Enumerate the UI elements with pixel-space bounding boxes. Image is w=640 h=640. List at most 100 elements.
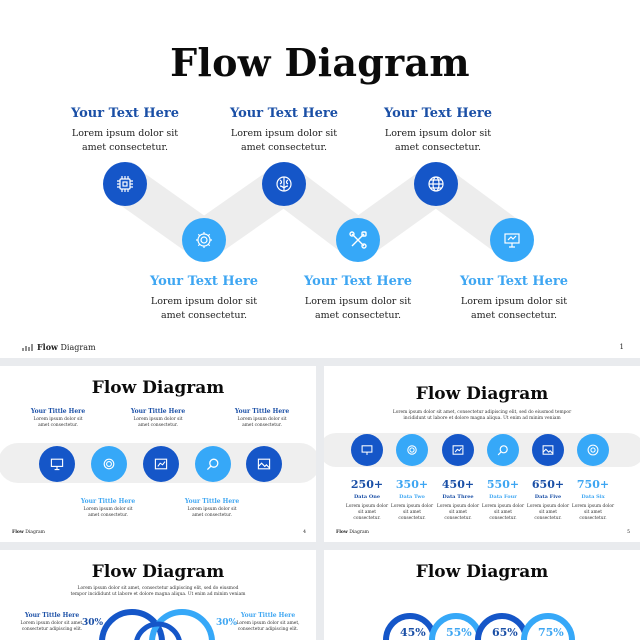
hero-step-4-circle xyxy=(336,218,380,262)
hero-caption-2: Your Text Here Lorem ipsum dolor sit ame… xyxy=(146,274,262,323)
stat-label: Data Two xyxy=(399,494,425,500)
item-body: Lorem ipsum dolor sit amet, consectetur … xyxy=(20,621,84,632)
slide-2-item-1: Your Tittle Here Lorem ipsum dolor sit a… xyxy=(28,408,88,429)
slide-3-circle-1 xyxy=(351,434,383,466)
hero-footer: Flow Diagram xyxy=(22,342,96,354)
hero-step-3-circle xyxy=(262,162,306,206)
slide-3-stat-4: 550+ Data Four Lorem ipsum dolor sit ame… xyxy=(481,478,525,522)
slide-3-circle-6 xyxy=(577,434,609,466)
caption-body: Lorem ipsum dolor sit amet consectetur. xyxy=(71,128,179,153)
footer-bold: Flow xyxy=(336,530,348,535)
slide-3-stat-5: 650+ Data Five Lorem ipsum dolor sit ame… xyxy=(526,478,570,522)
search-icon xyxy=(497,445,508,456)
presentation-icon xyxy=(504,233,520,248)
slide-3-footer: Flow Diagram xyxy=(336,530,369,535)
hero-step-2-circle xyxy=(182,218,226,262)
slide-4-title: Flow Diagram xyxy=(91,562,225,582)
caption-heading: Your Text Here xyxy=(149,274,259,289)
slide-5: Flow Diagram 45% 55% 65% 75% xyxy=(324,550,640,640)
stat-value: 550+ xyxy=(486,478,520,491)
item-body: Lorem ipsum dolor sit amet consectetur. xyxy=(33,417,83,428)
item-body: Lorem ipsum dolor sit amet consectetur. xyxy=(237,417,287,428)
stat-body: Lorem ipsum dolor sit amet consectetur. xyxy=(345,504,389,521)
caption-body: Lorem ipsum dolor sit amet consectetur. xyxy=(460,296,568,321)
hero-caption-3: Your Text Here Lorem ipsum dolor sit ame… xyxy=(229,106,339,155)
slide-3-circle-2 xyxy=(396,434,428,466)
gear-icon xyxy=(196,232,212,248)
slide-5-percent-3: 65% xyxy=(492,626,518,639)
slide-4-intro: Lorem ipsum dolor sit amet, consectetur … xyxy=(70,586,246,597)
item-body: Lorem ipsum dolor sit amet consectetur. xyxy=(187,507,237,518)
stat-value: 250+ xyxy=(350,478,384,491)
hero-caption-6: Your Text Here Lorem ipsum dolor sit ame… xyxy=(456,274,572,323)
caption-heading: Your Text Here xyxy=(459,274,569,289)
chart-logo-icon xyxy=(22,343,34,354)
slide-3-circle-5 xyxy=(532,434,564,466)
stat-label: Data Three xyxy=(442,494,474,500)
caption-body: Lorem ipsum dolor sit amet consectetur. xyxy=(304,296,412,321)
item-heading: Your Tittle Here xyxy=(80,498,136,505)
slide-5-percent-4: 75% xyxy=(538,626,564,639)
stat-value: 450+ xyxy=(441,478,475,491)
stat-label: Data Six xyxy=(581,494,605,500)
slide-3-intro: Lorem ipsum dolor sit amet, consectetur … xyxy=(392,410,572,421)
slide-2-footer: Flow Diagram xyxy=(12,530,45,535)
slide-3-stat-1: 250+ Data One Lorem ipsum dolor sit amet… xyxy=(345,478,389,522)
slide-3-circle-4 xyxy=(487,434,519,466)
item-heading: Your Tittle Here xyxy=(234,408,290,415)
item-body: Lorem ipsum dolor sit amet consectetur. xyxy=(133,417,183,428)
slide-2-item-2: Your Tittle Here Lorem ipsum dolor sit a… xyxy=(78,498,138,519)
footer-bold: Flow xyxy=(12,530,24,535)
tools-icon xyxy=(349,231,367,249)
gear-icon xyxy=(103,458,115,470)
search-icon xyxy=(206,458,219,471)
slide-5-percent-2: 55% xyxy=(446,626,472,639)
slide-3-stat-3: 450+ Data Three Lorem ipsum dolor sit am… xyxy=(436,478,480,522)
item-heading: Your Tittle Here xyxy=(30,408,86,415)
slide-2-title: Flow Diagram xyxy=(91,378,225,398)
image-icon xyxy=(257,458,271,470)
slide-4-percent-right: 30% xyxy=(216,618,238,628)
globe-icon xyxy=(428,176,444,192)
slide-2-page-number: 4 xyxy=(303,530,306,535)
hero-step-1-circle xyxy=(103,162,147,206)
item-heading: Your Tittle Here xyxy=(240,612,296,619)
stat-value: 750+ xyxy=(576,478,610,491)
caption-heading: Your Text Here xyxy=(229,106,339,121)
hero-slide: Flow Diagram Your Text Here Lorem ipsum … xyxy=(0,0,640,358)
slide-4-rings xyxy=(99,609,215,640)
slide-3: Flow Diagram Lorem ipsum dolor sit amet,… xyxy=(324,366,640,542)
dashboard-icon xyxy=(452,445,464,455)
slide-3-stat-6: 750+ Data Six Lorem ipsum dolor sit amet… xyxy=(571,478,615,522)
item-heading: Your Tittle Here xyxy=(24,612,80,619)
hero-title: Flow Diagram xyxy=(170,40,470,85)
slide-5-title: Flow Diagram xyxy=(415,562,549,582)
stat-label: Data Five xyxy=(534,494,562,500)
caption-heading: Your Text Here xyxy=(383,106,493,121)
slide-2-item-3: Your Tittle Here Lorem ipsum dolor sit a… xyxy=(128,408,188,429)
slide-4-left-text: Your Tittle Here Lorem ipsum dolor sit a… xyxy=(18,612,86,633)
hero-step-6-circle xyxy=(490,218,534,262)
chip-icon xyxy=(117,176,133,192)
dashboard-icon xyxy=(154,458,168,470)
slide-2-circle-1 xyxy=(39,446,75,482)
hero-caption-1: Your Text Here Lorem ipsum dolor sit ame… xyxy=(70,106,180,155)
item-body: Lorem ipsum dolor sit amet, consectetur … xyxy=(236,621,300,632)
presentation-icon xyxy=(361,445,373,455)
slide-2-circle-2 xyxy=(91,446,127,482)
footer-rest: Diagram xyxy=(349,530,369,535)
image-icon xyxy=(542,445,554,455)
slide-5-percent-1: 45% xyxy=(400,626,426,639)
hero-step-5-circle xyxy=(414,162,458,206)
slide-2-circle-4 xyxy=(195,446,231,482)
caption-body: Lorem ipsum dolor sit amet consectetur. xyxy=(230,128,338,153)
caption-body: Lorem ipsum dolor sit amet consectetur. xyxy=(384,128,492,153)
stat-body: Lorem ipsum dolor sit amet consectetur. xyxy=(436,504,480,521)
slide-4: Flow Diagram Lorem ipsum dolor sit amet,… xyxy=(0,550,316,640)
brain-icon xyxy=(276,176,292,192)
footer-bold: Flow xyxy=(37,342,58,352)
presentation-icon xyxy=(50,458,64,471)
stat-label: Data One xyxy=(353,494,381,500)
slide-2-circle-5 xyxy=(246,446,282,482)
gear-icon xyxy=(407,445,417,455)
